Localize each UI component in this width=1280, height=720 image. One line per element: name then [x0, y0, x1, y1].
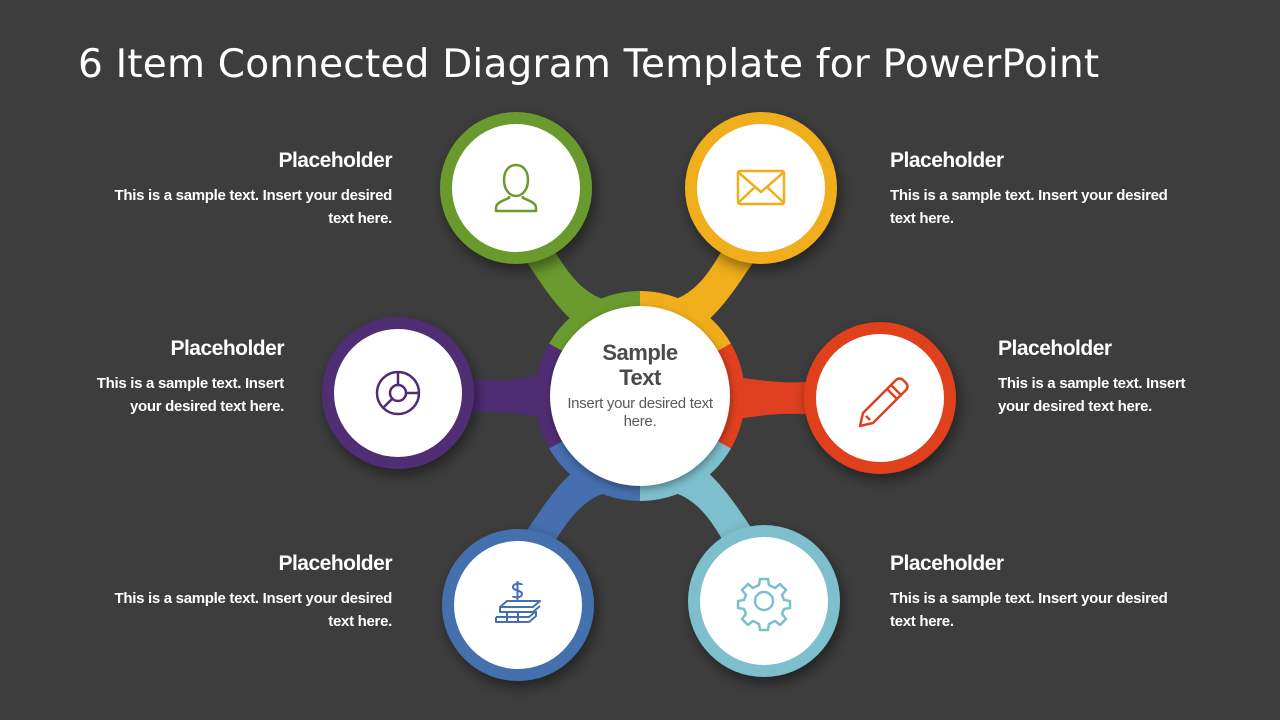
slide-title: 6 Item Connected Diagram Template for Po… — [78, 42, 1100, 87]
node-mid-left — [322, 317, 474, 469]
center-ring — [535, 291, 745, 501]
text-block-mid-right: Placeholder This is a sample text. Inser… — [998, 336, 1198, 418]
text-block-mid-left: Placeholder This is a sample text. Inser… — [84, 336, 285, 418]
pie-chart-icon — [375, 370, 421, 416]
money-stack-icon — [495, 581, 541, 623]
item-heading: Placeholder — [998, 337, 1112, 360]
text-block-bottom-right: Placeholder This is a sample text. Inser… — [890, 551, 1170, 633]
node-top-left — [440, 112, 592, 264]
node-mid-right — [804, 322, 956, 474]
item-heading: Placeholder — [890, 149, 1004, 172]
item-body: This is a sample text. Insert your desir… — [998, 375, 1186, 415]
text-block-top-right: Placeholder This is a sample text. Inser… — [890, 148, 1170, 230]
item-body: This is a sample text. Insert your desir… — [114, 590, 392, 630]
center-title-line1: Sample — [602, 340, 678, 365]
pencil-icon — [858, 377, 909, 428]
user-icon — [494, 163, 538, 213]
item-heading: Placeholder — [278, 149, 392, 172]
node-bottom-right — [688, 525, 840, 677]
node-top-right — [685, 112, 837, 264]
center-body: Insert your desired text here. — [567, 395, 713, 430]
center-label: Sample Text Insert your desired text her… — [555, 340, 725, 431]
envelope-icon — [736, 169, 786, 206]
center-title-line2: Text — [619, 365, 661, 390]
text-block-top-left: Placeholder This is a sample text. Inser… — [112, 148, 392, 230]
item-heading: Placeholder — [278, 552, 392, 575]
item-heading: Placeholder — [170, 337, 284, 360]
node-bottom-left — [442, 529, 594, 681]
item-body: This is a sample text. Insert your desir… — [890, 590, 1168, 630]
item-body: This is a sample text. Insert your desir… — [890, 187, 1168, 227]
item-body: This is a sample text. Insert your desir… — [114, 187, 392, 227]
center-title: Sample Text — [555, 340, 725, 390]
item-heading: Placeholder — [890, 552, 1004, 575]
text-block-bottom-left: Placeholder This is a sample text. Inser… — [112, 551, 392, 633]
item-body: This is a sample text. Insert your desir… — [96, 375, 285, 415]
gear-icon — [736, 577, 792, 632]
center-disc — [550, 306, 730, 486]
